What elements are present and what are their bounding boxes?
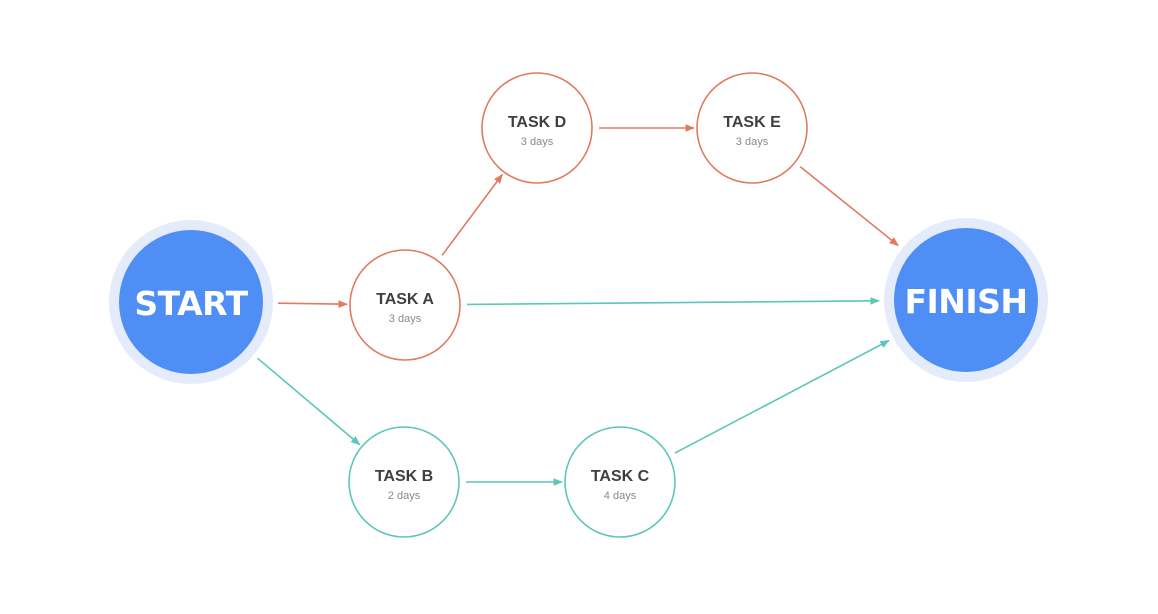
task-c-circle: [564, 426, 676, 538]
arrow-e-to-finish: [799, 166, 899, 247]
task-e-circle: [696, 72, 808, 184]
task-b-node: TASK B 2 days: [348, 426, 460, 538]
start-node-circle: [119, 230, 263, 374]
task-e-duration: 3 days: [736, 136, 769, 148]
finish-node: FINISH: [884, 218, 1048, 382]
arrow-a-to-finish: [466, 297, 880, 306]
finish-label: FINISH: [904, 282, 1027, 321]
task-e-node: TASK E 3 days: [696, 72, 808, 184]
start-node: START: [109, 220, 273, 384]
task-d-circle: [481, 72, 593, 184]
task-e-name: TASK E: [723, 114, 781, 131]
task-d-name: TASK D: [508, 114, 566, 131]
finish-node-circle: [894, 228, 1038, 372]
task-b-duration: 2 days: [388, 490, 421, 502]
start-label: START: [134, 284, 248, 323]
task-a-name: TASK A: [376, 291, 434, 308]
task-c-node: TASK C 4 days: [564, 426, 676, 538]
task-b-name: TASK B: [375, 468, 433, 485]
dependency-arrows: [256, 124, 899, 486]
task-a-node: TASK A 3 days: [349, 249, 461, 361]
arrow-start-to-a: [277, 300, 348, 308]
arrow-a-to-d: [441, 173, 503, 256]
task-b-circle: [348, 426, 460, 538]
task-c-duration: 4 days: [604, 490, 637, 502]
task-a-duration: 3 days: [389, 313, 422, 325]
arrow-c-to-finish: [674, 339, 890, 454]
arrow-start-to-b: [256, 357, 361, 446]
task-d-node: TASK D 3 days: [481, 72, 593, 184]
task-d-duration: 3 days: [521, 136, 554, 148]
task-c-name: TASK C: [591, 468, 650, 485]
task-a-circle: [349, 249, 461, 361]
